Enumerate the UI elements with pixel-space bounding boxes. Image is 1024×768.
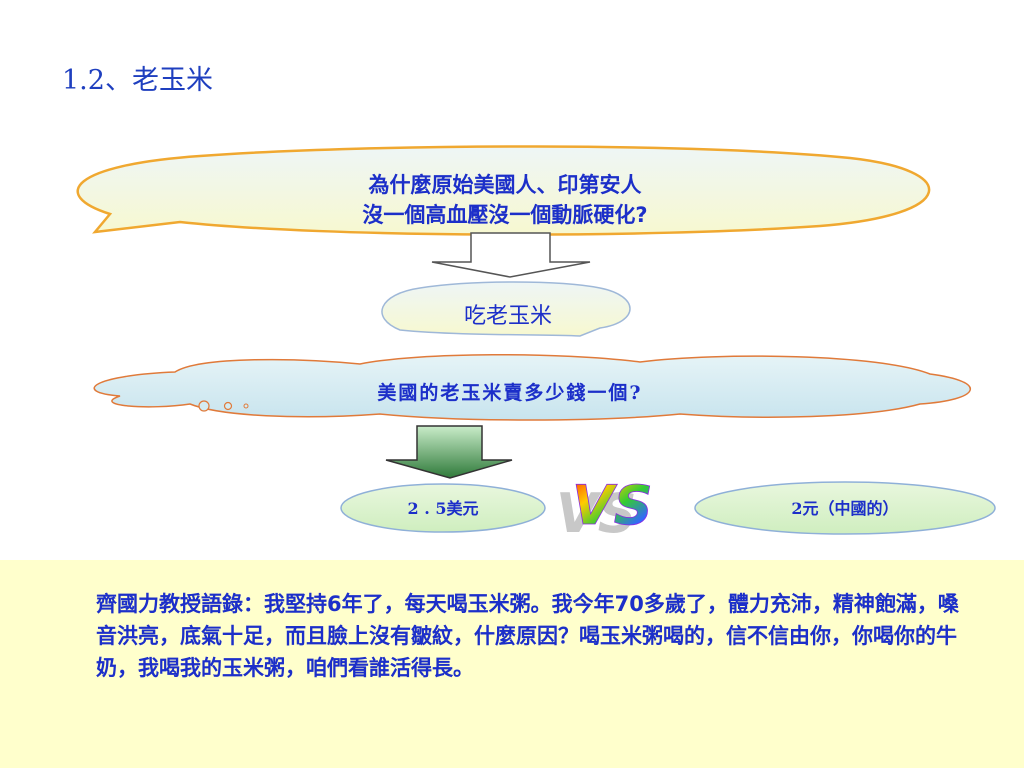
vs-shadow: VS <box>556 482 637 545</box>
down-arrow-green-icon <box>385 425 513 479</box>
quote-panel <box>0 560 1024 768</box>
answer-bubble-shape <box>381 281 631 337</box>
quote-text: 齊國力教授語錄：我堅持6年了，每天喝玉米粥。我今年70多歲了，體力充沛，精神飽滿… <box>96 592 959 680</box>
slide-title: 1.2、老玉米 <box>62 65 213 96</box>
price-cn-label: 2元（中國的） <box>791 499 899 518</box>
vs-label: VS <box>572 474 653 537</box>
answer-bubble-text: 吃老玉米 <box>463 304 552 329</box>
price-question-text: 美國的老玉米賣多少錢一個? <box>377 382 643 404</box>
vs-wordart: VS VS <box>556 474 653 545</box>
price-us-ellipse <box>340 483 546 533</box>
down-arrow-outline-icon <box>431 232 591 278</box>
question-line-1: 為什麼原始美國人、印第安人 <box>368 173 642 197</box>
question-line-2: 沒一個高血壓沒一個動脈硬化? <box>362 203 648 227</box>
price-cn-ellipse <box>694 481 996 535</box>
price-us-label: 2 . 5美元 <box>407 499 479 518</box>
question-bubble-text: 為什麼原始美國人、印第安人 沒一個高血壓沒一個動脈硬化? <box>260 170 750 230</box>
price-question-cloud-shape <box>93 353 971 421</box>
